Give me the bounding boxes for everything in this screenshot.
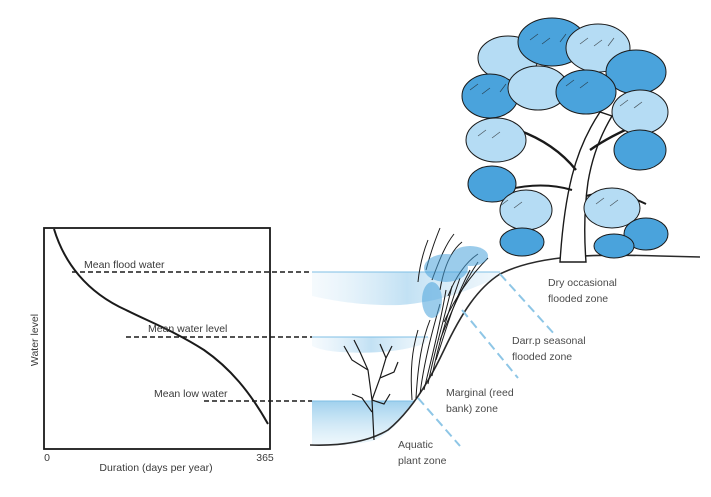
zone-dividers: [417, 273, 557, 447]
zone-label-marginal: Marginal (reed: [446, 387, 514, 399]
zone-label-seasonal-2: flooded zone: [512, 351, 572, 363]
reed-foliage: [422, 246, 488, 318]
level-label-mean-water: Mean water level: [148, 323, 227, 335]
aquatic-plant-illustration: [343, 339, 399, 441]
y-axis-label: Water level: [29, 314, 41, 366]
zone-label-dry: Dry occasional: [548, 277, 617, 289]
divider-marginal-aquatic: [417, 397, 461, 447]
zone-label-aquatic: Aquatic: [398, 439, 433, 451]
level-label-mean-low: Mean low water: [154, 388, 228, 400]
divider-seasonal-marginal: [461, 309, 519, 379]
zone-label-dry-2: flooded zone: [548, 293, 608, 305]
tree-illustration: [461, 17, 669, 263]
zone-label-marginal-2: bank) zone: [446, 403, 498, 415]
level-connectors: [72, 271, 312, 402]
x-axis-label: Duration (days per year): [99, 462, 212, 474]
x-axis-min-tick: 0: [44, 452, 50, 464]
low-water-body: [312, 401, 414, 446]
zone-label-aquatic-2: plant zone: [398, 455, 447, 467]
level-label-mean-flood: Mean flood water: [84, 259, 165, 271]
zone-label-seasonal: Darr.p seasonal: [512, 335, 586, 347]
duration-graph: Water level Duration (days per year) 0 3…: [29, 227, 274, 474]
mean-water-band: [312, 337, 430, 353]
x-axis-max-tick: 365: [256, 452, 274, 464]
zone-labels: Dry occasional flooded zone Darr.p seaso…: [398, 277, 617, 467]
graph-frame: [43, 227, 271, 450]
canopy-texture: [469, 33, 643, 209]
tree-canopy: [461, 17, 669, 259]
